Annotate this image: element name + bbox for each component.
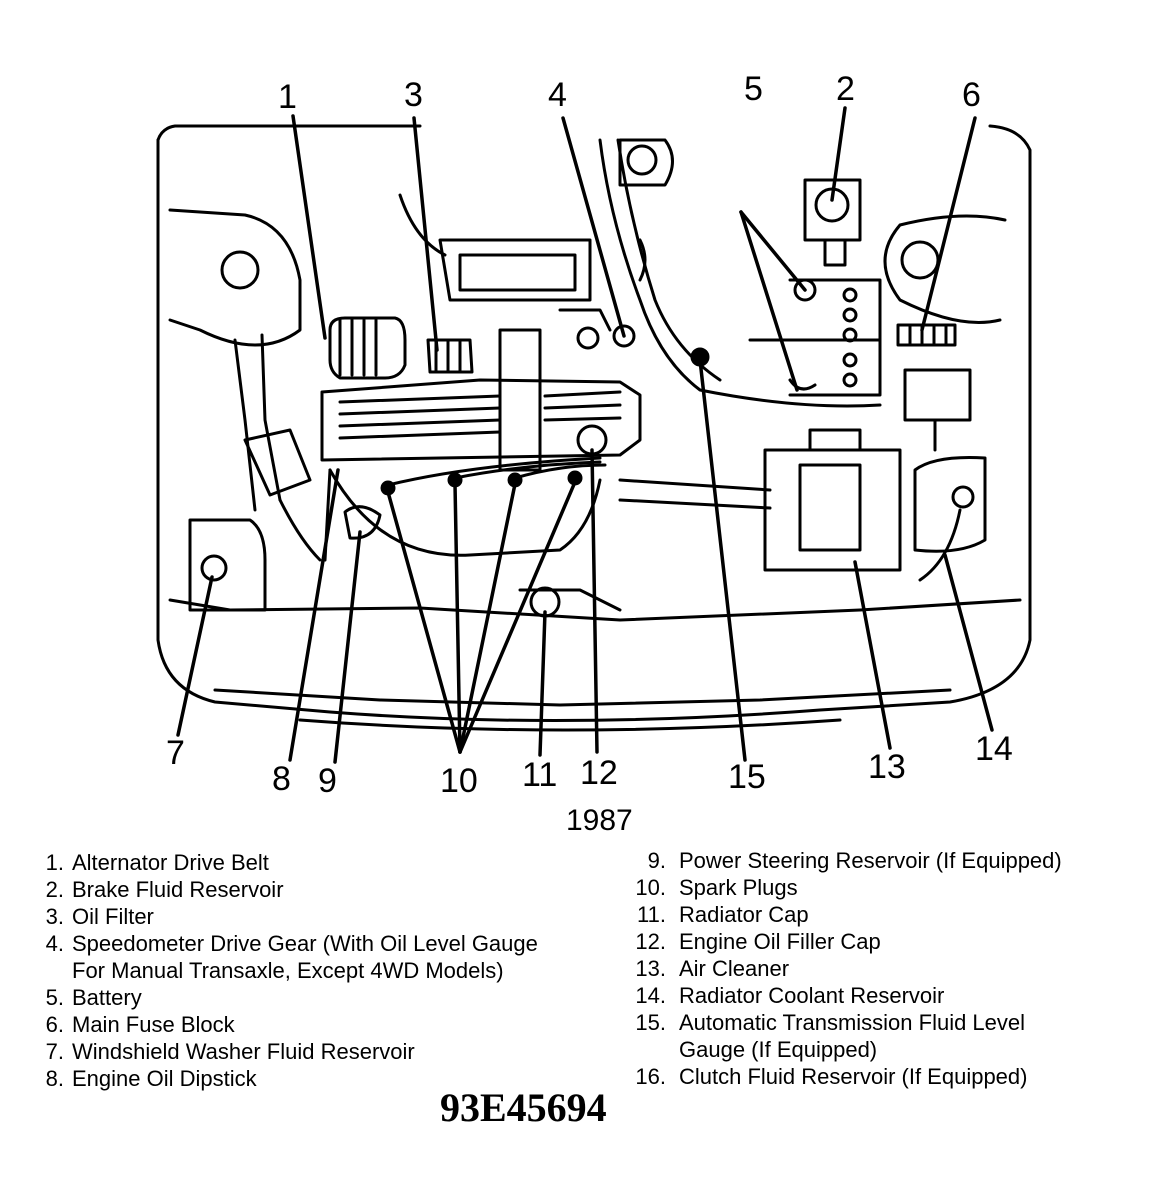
legend-item: 6. Main Fuse Block	[30, 1011, 538, 1038]
callout-3: 3	[404, 76, 423, 114]
legend-item-continuation: Gauge (If Equipped)	[628, 1036, 1062, 1063]
legend-item: 10. Spark Plugs	[628, 874, 1062, 901]
legend-number: 1.	[45, 850, 64, 875]
legend-item: 1. Alternator Drive Belt	[30, 849, 538, 876]
legend-right: 9. Power Steering Reservoir (If Equipped)…	[628, 847, 1062, 1090]
legend-text: Engine Oil Dipstick	[72, 1066, 257, 1091]
legend-left: 1. Alternator Drive Belt 2. Brake Fluid Re…	[30, 849, 538, 1092]
legend-text: Radiator Coolant Reservoir	[679, 983, 945, 1008]
legend-number: 4.	[45, 931, 64, 956]
callout-2: 2	[836, 70, 855, 108]
legend-text: Brake Fluid Reservoir	[72, 877, 284, 902]
callout-15: 15	[728, 758, 766, 796]
air-cleaner	[618, 428, 902, 572]
legend-number: 2.	[45, 877, 64, 902]
legend-text: Main Fuse Block	[72, 1012, 235, 1037]
legend-text: Radiator Cap	[679, 902, 809, 927]
legend-number: 7.	[45, 1039, 64, 1064]
clutch-reservoir	[903, 368, 972, 452]
radiator-cap	[518, 586, 622, 618]
legend-number: 8.	[45, 1066, 64, 1091]
legend-number: 16.	[635, 1064, 666, 1089]
relay-box	[398, 193, 592, 302]
callout-6: 6	[962, 76, 981, 114]
speedometer-drive	[558, 308, 636, 350]
callout-13: 13	[868, 748, 906, 786]
callout-8: 8	[272, 760, 291, 798]
model-year: 1987	[566, 804, 633, 837]
callout-10: 10	[440, 762, 478, 800]
legend-number: 6.	[45, 1012, 64, 1037]
legend-item: 13. Air Cleaner	[628, 955, 1062, 982]
battery	[748, 278, 882, 397]
callout-5: 5	[744, 70, 763, 108]
legend-item: 11. Radiator Cap	[628, 901, 1062, 928]
legend-item: 12. Engine Oil Filler Cap	[628, 928, 1062, 955]
legend-text: Automatic Transmission Fluid Level	[679, 1010, 1026, 1035]
legend-text: Oil Filter	[72, 904, 154, 929]
callout-14: 14	[975, 730, 1013, 768]
legend-number: 3.	[45, 904, 64, 929]
legend-number: 14.	[635, 983, 666, 1008]
engine-compartment-drawing	[156, 106, 1032, 764]
legend-number: 15.	[635, 1010, 666, 1035]
legend-item: 9. Power Steering Reservoir (If Equipped)	[628, 847, 1062, 874]
callout-7: 7	[166, 734, 185, 772]
left-hoses	[233, 333, 322, 562]
legend-text: Speedometer Drive Gear (With Oil Level G…	[72, 931, 538, 956]
callout-9: 9	[318, 762, 337, 800]
legend-item: 3. Oil Filter	[30, 903, 538, 930]
legend-number: 5.	[45, 985, 64, 1010]
leader-lines	[176, 106, 994, 764]
legend-number: 13.	[635, 956, 666, 981]
legend-item: 4. Speedometer Drive Gear (With Oil Level…	[30, 930, 538, 957]
legend-number: 9.	[647, 848, 666, 873]
legend-number: 12.	[635, 929, 666, 954]
legend-item-continuation: For Manual Transaxle, Except 4WD Models)	[30, 957, 538, 984]
dipstick-and-ps-reservoir	[323, 468, 382, 562]
main-fuse-block	[896, 323, 957, 347]
coolant-reservoir	[913, 456, 987, 582]
callout-12: 12	[580, 754, 618, 792]
legend-item: 5. Battery	[30, 984, 538, 1011]
legend-text: For Manual Transaxle, Except 4WD Models)	[72, 958, 504, 983]
figure-id: 93E45694	[440, 1085, 607, 1130]
legend-item: 8. Engine Oil Dipstick	[30, 1065, 538, 1092]
engine-block	[320, 328, 642, 557]
legend-text: Windshield Washer Fluid Reservoir	[72, 1039, 415, 1064]
alternator	[328, 316, 407, 380]
legend-number: 11.	[637, 902, 666, 927]
legend-text: Battery	[72, 985, 142, 1010]
legend-text: Clutch Fluid Reservoir (If Equipped)	[679, 1064, 1028, 1089]
legend-text: Gauge (If Equipped)	[679, 1037, 878, 1062]
legend-number: 10.	[635, 875, 666, 900]
callout-1: 1	[278, 78, 297, 116]
legend-text: Alternator Drive Belt	[72, 850, 269, 875]
legend-text: Air Cleaner	[679, 956, 790, 981]
legend-text: Engine Oil Filler Cap	[679, 929, 881, 954]
legend-text: Spark Plugs	[679, 875, 798, 900]
callout-4: 4	[548, 76, 567, 114]
legend-item: 14. Radiator Coolant Reservoir	[628, 982, 1062, 1009]
washer-reservoir	[188, 518, 267, 612]
upper-hoses	[598, 138, 882, 408]
legend-text: Power Steering Reservoir (If Equipped)	[679, 848, 1062, 873]
engine-bay-outline	[156, 124, 1032, 732]
legend-item: 16. Clutch Fluid Reservoir (If Equipped)	[628, 1063, 1062, 1090]
callout-11: 11	[522, 756, 558, 794]
legend-item: 2. Brake Fluid Reservoir	[30, 876, 538, 903]
legend-item: 15. Automatic Transmission Fluid Level	[628, 1009, 1062, 1036]
oil-filter	[426, 338, 474, 374]
legend-item: 7. Windshield Washer Fluid Reservoir	[30, 1038, 538, 1065]
